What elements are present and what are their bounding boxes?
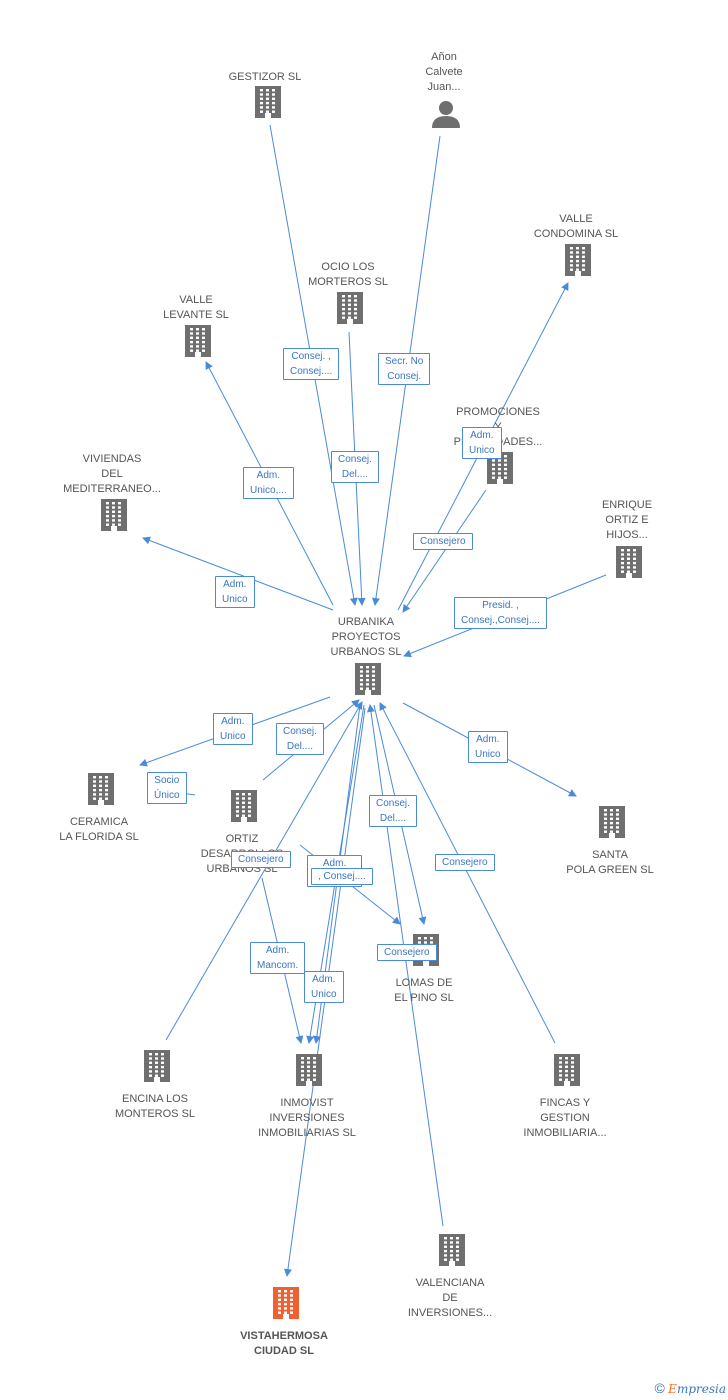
node-label-valle-levante[interactable]: VALLE LEVANTE SL: [163, 294, 229, 321]
edge-label-valenciana-urbanika[interactable]: Consejero: [377, 944, 437, 961]
edge-line-valenciana-urbanika: [367, 704, 444, 1227]
node-label-ocio[interactable]: OCIO LOS MORTEROS SL: [308, 261, 388, 288]
building-icon-valle-levante[interactable]: [185, 325, 211, 357]
building-icon-inmovist[interactable]: [296, 1054, 322, 1086]
building-icon-valle-condomina[interactable]: [565, 244, 591, 276]
edge-label-encina-urbanika[interactable]: Consejero: [231, 851, 291, 868]
building-icon-fincas[interactable]: [554, 1054, 580, 1086]
building-icon-encina[interactable]: [144, 1050, 170, 1082]
person-icon-anon[interactable]: [432, 101, 460, 128]
node-label-gestizor[interactable]: GESTIZOR SL: [228, 71, 302, 83]
building-icon-gestizor[interactable]: [255, 86, 281, 118]
node-label-anon[interactable]: Añon Calvete Juan...: [425, 51, 463, 93]
node-label-lomas[interactable]: LOMAS DE EL PINO SL: [394, 977, 454, 1004]
edge-label-ortiz-lomas[interactable]: , Consej....: [311, 868, 373, 885]
building-icon-viviendas[interactable]: [101, 499, 127, 531]
edge-line-urbanika-viviendas: [142, 536, 334, 611]
edge-label-urbanika-valle-levante[interactable]: Adm. Unico,...: [243, 467, 294, 499]
brand-initial: E: [668, 1382, 677, 1396]
node-label-enrique[interactable]: ENRIQUE ORTIZ E HIJOS...: [601, 499, 653, 541]
node-label-fincas[interactable]: FINCAS Y GESTION INMOBILIARIA...: [523, 1097, 607, 1139]
edge-label-promociones-urbanika[interactable]: Consejero: [413, 533, 473, 550]
edge-line-fincas-urbanika: [379, 702, 556, 1044]
edge-label-urbanika-lomas[interactable]: Consej. Del....: [369, 795, 417, 827]
edge-label-ocio-urbanika[interactable]: Consej. Del....: [331, 451, 379, 483]
edge-line-encina-urbanika: [165, 701, 363, 1041]
edge-label-anon-urbanika[interactable]: Secr. No Consej.: [378, 353, 431, 385]
edge-label-urbanika-valle-condomina[interactable]: Adm. Unico: [462, 427, 502, 459]
copyright-symbol: ©: [654, 1380, 665, 1396]
footer-brand: © Empresia: [655, 1380, 727, 1396]
node-label-viviendas[interactable]: VIVIENDAS DEL MEDITERRANEO...: [63, 453, 161, 495]
edge-label-urbanika-inmovist[interactable]: Adm. Unico: [304, 971, 344, 1003]
node-label-ceramica[interactable]: CERAMICA LA FLORIDA SL: [59, 816, 139, 843]
building-icon-santa-pola[interactable]: [599, 806, 625, 838]
edge-label-ortiz-urbanika[interactable]: Consej. Del....: [276, 723, 324, 755]
node-label-santa-pola[interactable]: SANTA POLA GREEN SL: [566, 849, 654, 876]
edge-line-promociones-urbanika: [402, 489, 487, 613]
building-icon-valenciana[interactable]: [439, 1234, 465, 1266]
building-icon-ceramica[interactable]: [88, 773, 114, 805]
edge-label-urbanika-ceramica[interactable]: Adm. Unico: [213, 713, 253, 745]
node-label-urbanika[interactable]: URBANIKA PROYECTOS URBANOS SL: [330, 616, 402, 658]
building-icon-enrique[interactable]: [616, 546, 642, 578]
edge-label-enrique-urbanika[interactable]: Presid. , Consej.,Consej....: [454, 597, 547, 629]
node-label-inmovist[interactable]: INMOVIST INVERSIONES INMOBILIARIAS SL: [258, 1097, 356, 1139]
node-label-encina[interactable]: ENCINA LOS MONTEROS SL: [114, 1093, 196, 1120]
building-icon-vistahermosa[interactable]: [273, 1287, 299, 1319]
brand-rest: mpresia: [676, 1382, 726, 1396]
building-icon-ocio[interactable]: [337, 292, 363, 324]
node-label-vistahermosa[interactable]: VISTAHERMOSA CIUDAD SL: [240, 1330, 328, 1357]
edge-label-urbanika-santa-pola[interactable]: Adm. Unico: [468, 731, 508, 763]
node-label-valle-condomina[interactable]: VALLE CONDOMINA SL: [533, 213, 619, 240]
building-icon-urbanika[interactable]: [355, 663, 381, 695]
edge-label-urbanika-viviendas[interactable]: Adm. Unico: [215, 576, 255, 608]
edge-label-ortiz-ceramica[interactable]: Socio Único: [147, 772, 187, 804]
node-label-valenciana[interactable]: VALENCIANA DE INVERSIONES...: [407, 1277, 493, 1319]
building-icon-ortiz[interactable]: [231, 790, 257, 822]
edge-label-ortiz-inmovist[interactable]: Adm. Mancom.: [250, 942, 306, 974]
edge-label-gestizor-urbanika[interactable]: Consej. , Consej....: [283, 348, 340, 380]
edge-label-fincas-urbanika[interactable]: Consejero: [435, 854, 495, 871]
